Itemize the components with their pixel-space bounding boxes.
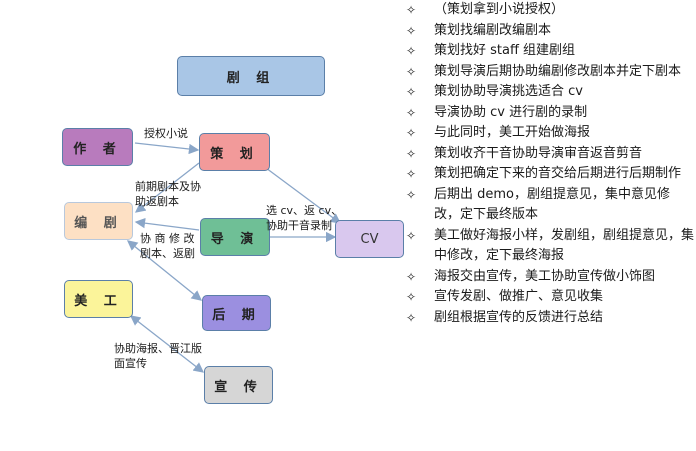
step-item: ✧导演协助 cv 进行剧的录制 [404,103,694,124]
node-promo: 宣 传 [204,366,273,404]
step-item: ✧宣传发剧、做推广、意见收集 [404,287,694,308]
step-item: ✧与此同时，美工开始做海报 [404,123,694,144]
step-item: ✧策划导演后期协助编剧修改剧本并定下剧本 [404,62,694,83]
step-item: ✧策划找好 staff 组建剧组 [404,41,694,62]
flow-arrows [126,142,342,373]
label-writer-director-2: 剧本、返剧 [140,247,195,260]
step-item: ✧策划协助导演挑选适合 cv [404,82,694,103]
step-item: ✧后期出 demo，剧组提意见，集中意见修改，定下最终版本 [406,186,670,223]
step-item: ✧海报交由宣传，美工协助宣传做小饰图 [404,267,694,288]
diamond-bullet-icon: ✧ [406,105,417,120]
diamond-bullet-icon: ✧ [406,64,417,79]
label-director-cv-1: 选 cv、返 cv、 [266,204,343,217]
node-planner: 策 划 [199,133,270,171]
arrow-planner-cv [265,167,342,224]
diamond-bullet-icon: ✧ [406,167,417,181]
label-art-promo-1: 协助海报、晋江版 [114,342,202,355]
diamond-bullet-icon: ✧ [406,3,417,17]
node-crew: 剧 组 [177,56,325,96]
step-item: ✧美工做好海报小样，发剧组，剧组提意见，集中修改，定下最终海报 [406,227,695,264]
step-item: ✧策划把确定下来的音交给后期进行后期制作 [404,164,694,185]
step-item: ✧（策划拿到小说授权） [404,0,694,21]
arrow-planner-writer [134,162,200,213]
diamond-bullet-icon: ✧ [406,187,417,202]
node-post: 后 期 [202,295,271,331]
step-item: ✧策划找编剧改编剧本 [404,21,694,42]
diamond-bullet-icon: ✧ [406,44,417,58]
diamond-bullet-icon: ✧ [406,146,417,161]
node-cv: CV [335,220,404,258]
node-writer: 编 剧 [64,202,133,240]
label-writer-director-1: 协 商 修 改 [140,232,195,245]
node-art: 美 工 [64,280,133,318]
label-director-cv-2: 协助干音录制 [266,219,332,232]
diamond-bullet-icon: ✧ [406,126,417,140]
label-art-promo-2: 面宣传 [114,357,147,370]
arrow-writer-post [126,240,203,301]
arrow-art-promo [129,315,205,373]
arrow-director-writer [134,217,200,231]
node-author: 作 者 [62,128,133,166]
diamond-bullet-icon: ✧ [406,269,417,284]
label-planner-writer-2: 助返剧本 [135,195,179,208]
diamond-bullet-icon: ✧ [406,290,417,304]
diamond-bullet-icon: ✧ [406,228,417,243]
label-planner-writer-1: 前期剧本及协 [135,180,201,193]
label-author-planner: 授权小说 [144,127,188,140]
diamond-bullet-icon: ✧ [406,85,417,99]
arrow-author-planner [134,142,200,155]
diamond-bullet-icon: ✧ [406,23,417,38]
step-item: ✧策划收齐干音协助导演审音返音剪音 [404,144,694,165]
node-director: 导 演 [200,218,270,256]
process-steps-list: ✧（策划拿到小说授权） ✧策划找编剧改编剧本 ✧策划找好 staff 组建剧组 … [404,0,694,328]
diamond-bullet-icon: ✧ [406,310,417,325]
step-item: ✧剧组根据宣传的反馈进行总结 [404,308,694,329]
